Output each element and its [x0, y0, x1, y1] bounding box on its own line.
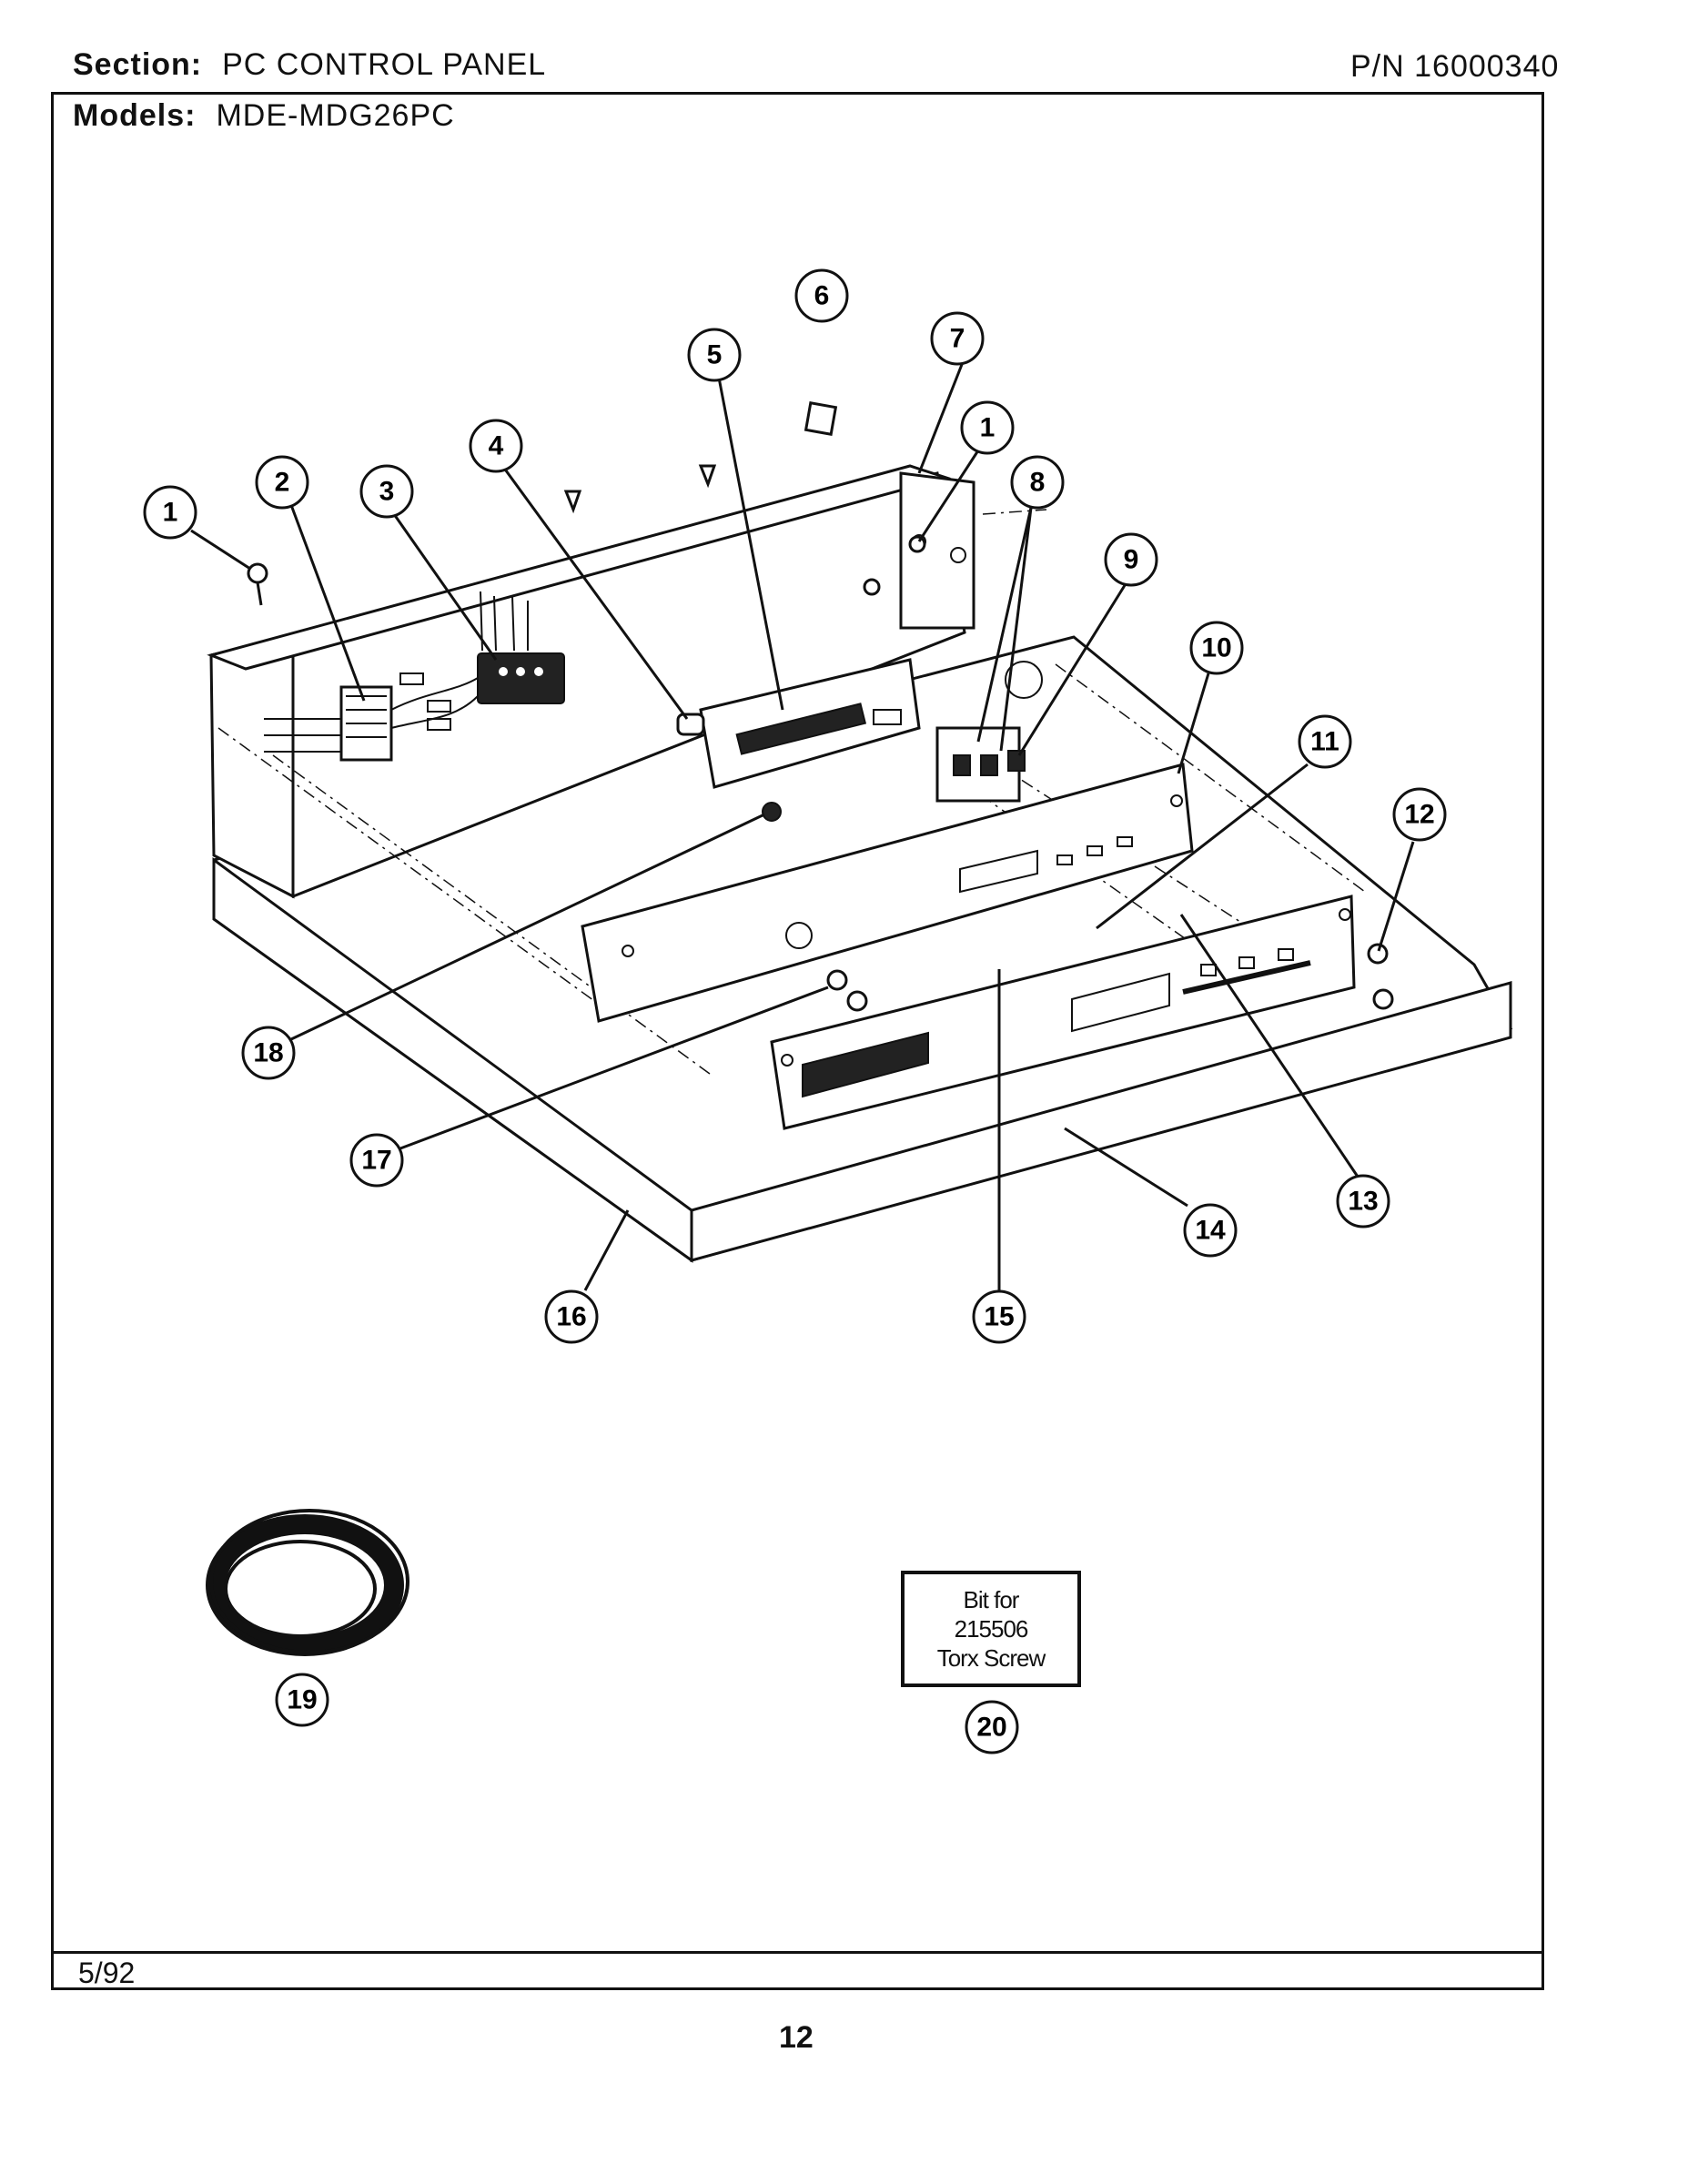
callout-10: 10	[1189, 621, 1244, 675]
callout-label: 15	[984, 1302, 1014, 1332]
callout-12: 12	[1392, 787, 1447, 842]
callout-14: 14	[1183, 1203, 1238, 1258]
models-header: Models: MDE-MDG26PC	[73, 98, 455, 134]
callout-label: 18	[253, 1038, 283, 1068]
models-label: Models:	[73, 98, 197, 133]
callout-label: 9	[1124, 545, 1139, 575]
wire-harness-coil	[206, 1509, 409, 1656]
callout-13: 13	[1336, 1174, 1390, 1228]
footer-divider	[51, 1951, 1544, 1954]
callout-label: 6	[814, 281, 830, 311]
section-title: PC CONTROL PANEL	[222, 47, 547, 82]
bit-label-line2: 215506	[954, 1615, 1029, 1643]
callout-label: 2	[275, 468, 290, 498]
bit-label-line3: Torx Screw	[936, 1644, 1046, 1672]
selector-switches	[935, 726, 1026, 803]
callout-8: 8	[1010, 455, 1065, 510]
diagram-frame	[51, 92, 1544, 1990]
callout-label: 3	[379, 477, 395, 507]
callout-label: 17	[361, 1146, 391, 1176]
revision-date: 5/92	[78, 1956, 136, 1989]
callout-2: 2	[255, 455, 309, 510]
callout-label: 16	[556, 1302, 586, 1332]
tube-part	[676, 713, 705, 736]
pc-board	[699, 658, 921, 789]
callout-label: 19	[287, 1685, 317, 1715]
callout-label: 1	[980, 413, 996, 443]
callout-1b: 1	[960, 400, 1015, 455]
callout-5: 5	[687, 328, 742, 382]
leader-lines	[190, 361, 1415, 1292]
models-value: MDE-MDG26PC	[216, 98, 455, 133]
transformer	[264, 685, 393, 762]
callout-label: 1	[163, 498, 178, 528]
callout-11: 11	[1298, 714, 1352, 769]
callout-17: 17	[349, 1133, 404, 1188]
callout-label: 14	[1195, 1216, 1226, 1246]
callout-label: 12	[1404, 800, 1434, 830]
page-number: 12	[779, 2020, 814, 2055]
section-label: Section:	[73, 47, 203, 82]
callout-9: 9	[1104, 532, 1158, 587]
callout-7: 7	[930, 311, 985, 366]
callout-6: 6	[794, 268, 849, 323]
callout-3: 3	[359, 464, 414, 519]
console-backguard	[207, 464, 975, 899]
bit-label-line1: Bit for	[963, 1586, 1020, 1613]
callout-label: 4	[489, 431, 504, 461]
callout-19: 19	[275, 1673, 329, 1727]
relay-block	[477, 591, 565, 704]
callout-18: 18	[241, 1026, 296, 1080]
knob-hole	[1005, 661, 1043, 699]
callout-label: 11	[1310, 727, 1339, 757]
callout-label: 13	[1348, 1187, 1378, 1217]
part-number: P/N 16000340	[1350, 49, 1560, 84]
callout-label: 5	[707, 340, 723, 370]
callout-label: 10	[1201, 633, 1231, 663]
callout-16: 16	[544, 1289, 599, 1344]
section-header: Section: PC CONTROL PANEL	[73, 47, 546, 83]
callout-20: 20	[965, 1700, 1019, 1754]
callout-15: 15	[972, 1289, 1026, 1344]
screws	[247, 401, 1394, 1012]
callout-4: 4	[469, 419, 523, 473]
control-panel	[581, 763, 1194, 1023]
assembly-dash-lines	[217, 509, 1366, 1075]
torx-bit-label: Bit for 215506 Torx Screw	[901, 1571, 1081, 1687]
callout-label: 7	[950, 324, 965, 354]
callout-label: 8	[1030, 468, 1046, 498]
wire-harness-internal	[390, 672, 479, 731]
callout-label: 20	[976, 1713, 1006, 1743]
callout-1a: 1	[143, 485, 197, 540]
